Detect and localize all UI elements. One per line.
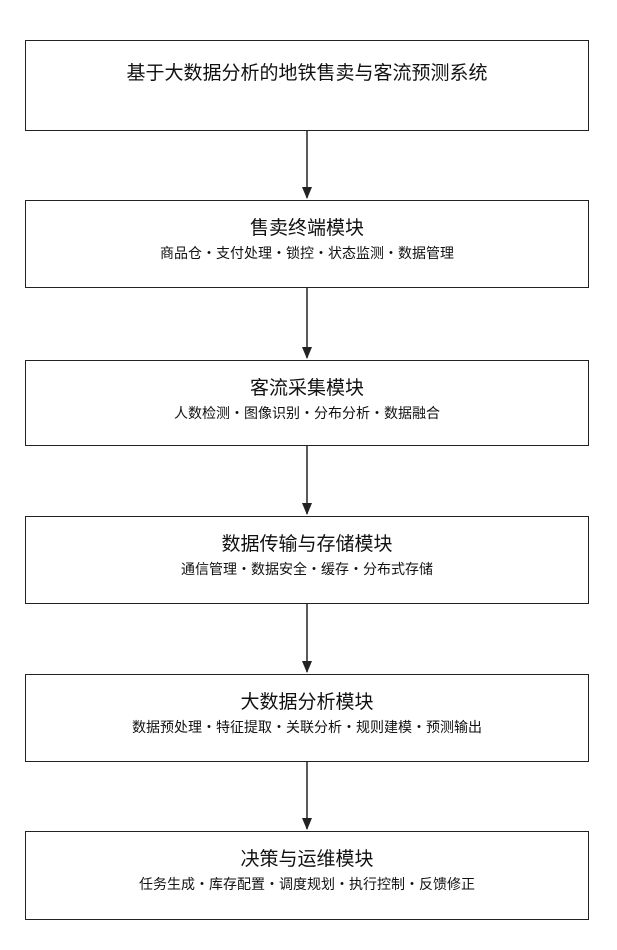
module-functions: 通信管理・数据安全・缓存・分布式存储 xyxy=(26,560,588,580)
module-title: 决策与运维模块 xyxy=(26,847,588,871)
module-functions: 商品仓・支付处理・锁控・状态监测・数据管理 xyxy=(26,244,588,264)
module-title: 客流采集模块 xyxy=(26,376,588,400)
module-title: 数据传输与存储模块 xyxy=(26,532,588,556)
module-box-big-data-analysis: 大数据分析模块 数据预处理・特征提取・关联分析・规则建模・预测输出 xyxy=(25,674,589,762)
system-title-box: 基于大数据分析的地铁售卖与客流预测系统 xyxy=(25,40,589,131)
module-title: 大数据分析模块 xyxy=(26,690,588,714)
module-box-decision-operations: 决策与运维模块 任务生成・库存配置・调度规划・执行控制・反馈修正 xyxy=(25,831,589,920)
module-functions: 数据预处理・特征提取・关联分析・规则建模・预测输出 xyxy=(26,718,588,738)
module-box-sales-terminal: 售卖终端模块 商品仓・支付处理・锁控・状态监测・数据管理 xyxy=(25,200,589,288)
module-functions: 任务生成・库存配置・调度规划・执行控制・反馈修正 xyxy=(26,875,588,895)
module-box-transmission-storage: 数据传输与存储模块 通信管理・数据安全・缓存・分布式存储 xyxy=(25,516,589,604)
module-functions: 人数检测・图像识别・分布分析・数据融合 xyxy=(26,404,588,424)
module-box-passenger-collection: 客流采集模块 人数检测・图像识别・分布分析・数据融合 xyxy=(25,360,589,446)
module-title: 售卖终端模块 xyxy=(26,216,588,240)
system-title: 基于大数据分析的地铁售卖与客流预测系统 xyxy=(26,61,588,85)
